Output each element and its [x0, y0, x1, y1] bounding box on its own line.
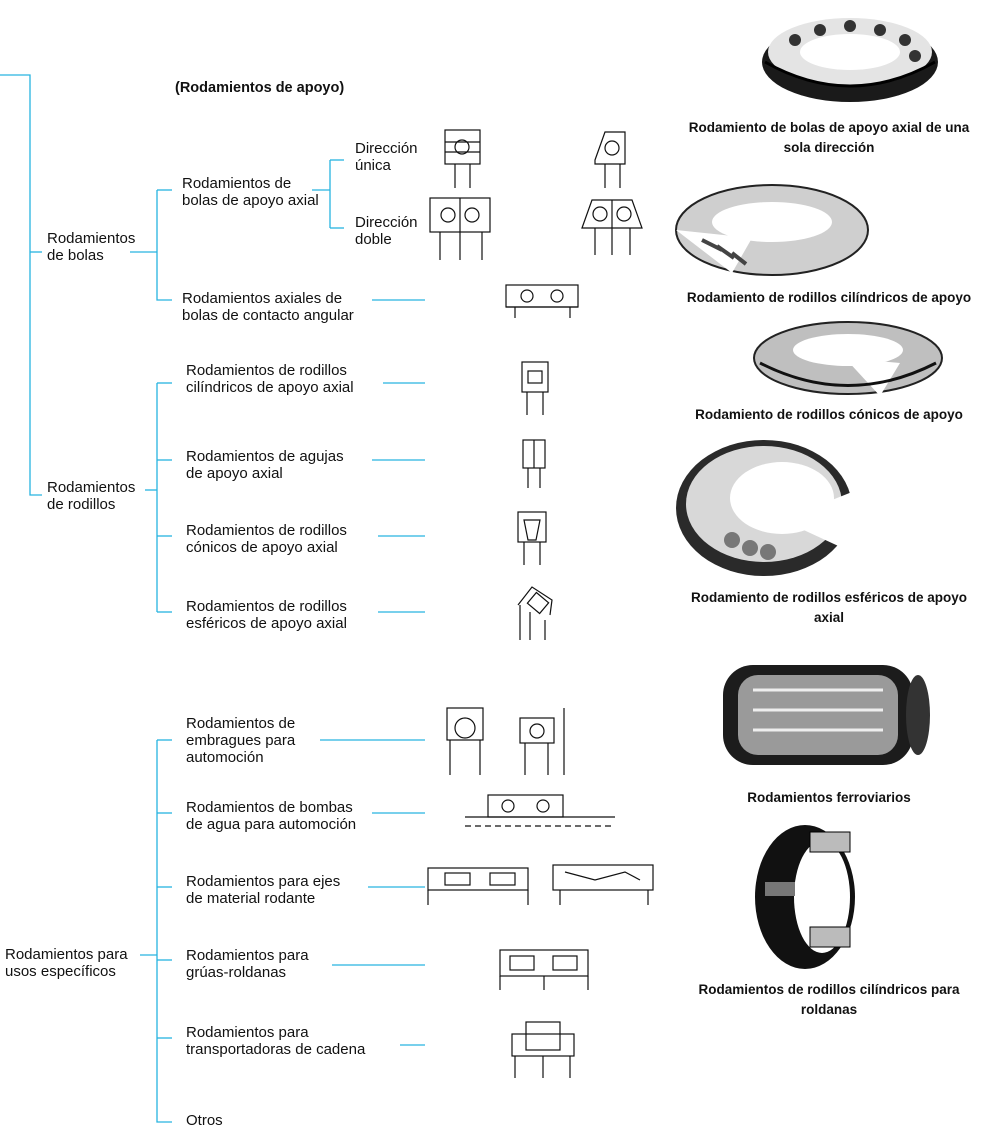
- specific-type-label: Rodamientos para transportadoras de cade…: [186, 1024, 366, 1058]
- category-roller-bearings: Rodamientos de rodillos: [47, 479, 136, 513]
- axle-bearing-drawing: [427, 864, 654, 905]
- angular-contact-drawing: [505, 284, 579, 318]
- specific-type-label: Rodamientos para grúas-roldanas: [186, 947, 309, 981]
- double-direction-angled-drawing: [581, 199, 643, 255]
- ball-thrust-label: Rodamientos de bolas de apoyo axial: [182, 175, 319, 209]
- railway-bearing-photo: [723, 665, 930, 765]
- roller-type-label: Rodamientos de agujas de apoyo axial: [186, 448, 344, 482]
- specific-type-label: Rodamientos de bombas de agua para autom…: [186, 799, 357, 833]
- single-direction-angled-drawing: [594, 131, 626, 188]
- tapered-roller-thrust-drawing: [517, 511, 547, 565]
- thrust-ball-bearing-photo: [762, 18, 938, 102]
- photo-caption: Rodamiento de rodillos cilíndricos de ap…: [686, 290, 972, 305]
- specific-type-label: Rodamientos de embragues para automoción: [186, 715, 296, 766]
- single-direction-drawing: [444, 129, 481, 188]
- cylindrical-roller-thrust-photo: [675, 184, 869, 276]
- chain-conveyor-bearing-drawing: [511, 1021, 575, 1078]
- spherical-roller-thrust-photo: [676, 440, 857, 576]
- specific-type-label: Otros: [186, 1112, 223, 1129]
- double-direction-drawing: [429, 197, 491, 260]
- photo-caption: Rodamientos de rodillos cilíndricos para…: [698, 982, 960, 1017]
- section-header: (Rodamientos de apoyo): [175, 80, 345, 96]
- photo-caption: Rodamientos ferroviarios: [747, 790, 911, 805]
- tapered-roller-thrust-photo: [753, 321, 943, 396]
- needle-roller-thrust-drawing: [522, 439, 546, 488]
- clutch-bearing-drawing: [446, 707, 565, 775]
- sheave-bearing-drawing: [499, 949, 589, 990]
- photo-caption: Rodamiento de rodillos cónicos de apoyo: [695, 407, 963, 422]
- sheave-roller-bearing-photo: [755, 825, 855, 969]
- specific-type-label: Rodamientos para ejes de material rodant…: [186, 873, 341, 907]
- roller-type-label: Rodamientos de rodillos cilíndricos de a…: [186, 362, 354, 396]
- roller-type-label: Rodamientos de rodillos esféricos de apo…: [186, 598, 347, 632]
- single-direction-label: Dirección única: [355, 140, 418, 174]
- double-direction-label: Dirección doble: [355, 214, 418, 248]
- category-specific-bearings: Rodamientos para usos específicos: [5, 946, 128, 980]
- photo-caption: Rodamiento de rodillos esféricos de apoy…: [690, 590, 968, 625]
- photo-caption: Rodamiento de bolas de apoyo axial de un…: [688, 120, 970, 155]
- spherical-roller-thrust-drawing: [517, 586, 553, 640]
- category-ball-bearings: Rodamientos de bolas: [47, 230, 136, 264]
- roller-type-label: Rodamientos de rodillos cónicos de apoyo…: [186, 522, 347, 556]
- water-pump-bearing-drawing: [465, 794, 615, 827]
- angular-contact-label: Rodamientos axiales de bolas de contacto…: [182, 290, 354, 324]
- cylindrical-roller-thrust-drawing: [521, 361, 549, 415]
